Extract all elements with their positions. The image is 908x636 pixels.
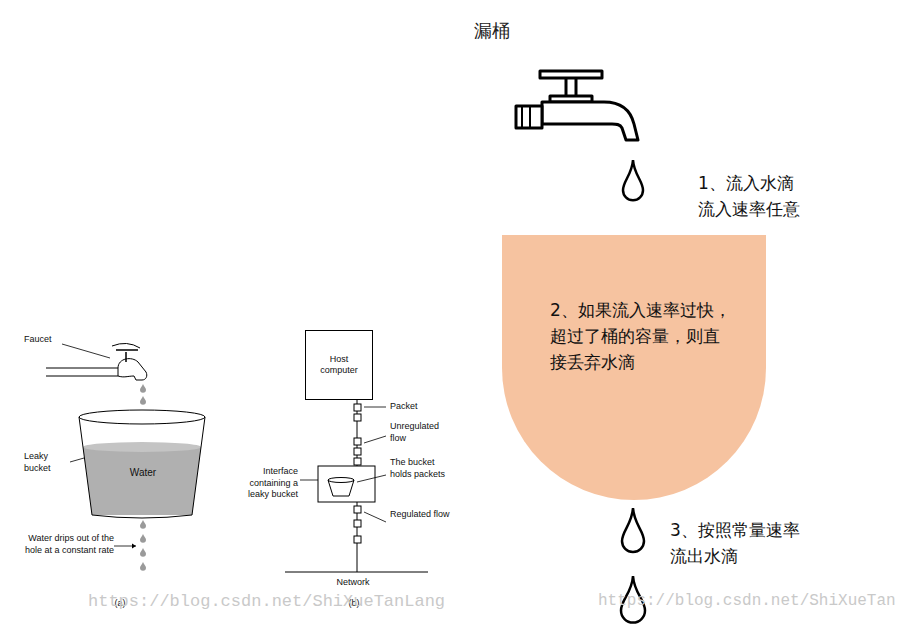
water-drop (623, 160, 643, 200)
node-text: Water (130, 467, 156, 480)
packet-square (354, 458, 361, 465)
packet-square (354, 520, 361, 527)
part-label: The bucket holds packets (390, 457, 450, 480)
part-label: Network (328, 577, 378, 589)
packet-square (354, 536, 361, 543)
water-drop (140, 548, 146, 557)
part-label: Faucet (24, 334, 74, 346)
leaky-bucket: Water (78, 408, 208, 520)
watermark: https://blog.csdn.net/ShiXueTanLang (88, 591, 468, 613)
bucket-fill (502, 235, 766, 500)
packets (354, 404, 361, 543)
water-surface (83, 442, 201, 452)
packet-square (354, 438, 361, 445)
part-label: Packet (390, 401, 450, 413)
step-note: 1、流入水滴 流入速率任意 (698, 170, 806, 222)
leader-lines (300, 407, 386, 522)
leader-head (132, 544, 136, 549)
packet-square (354, 404, 361, 411)
part-label: Water drips out of the hole at a constan… (18, 533, 114, 556)
water-drop (140, 520, 146, 529)
water-drop (140, 384, 146, 393)
leaky-bucket-large: 2、如果流入速率过快，超过了桶的容量，则直接丢弃水滴 (502, 235, 766, 500)
water-fill (83, 447, 201, 515)
bucket-wall (79, 417, 205, 518)
interface-box (318, 466, 375, 502)
bucket-rim (79, 410, 205, 424)
node-text: 2、如果流入速率过快，超过了桶的容量，则直接丢弃水滴 (550, 297, 732, 375)
step-note: 3、按照常量速率 流出水滴 (670, 517, 805, 569)
node-text: Host computer (310, 354, 368, 377)
water-drop (140, 396, 146, 405)
bucket-outline (78, 408, 208, 520)
faucet-small (46, 343, 147, 380)
part-label: Interface containing a leaky bucket (236, 466, 298, 501)
faucet-large (516, 71, 638, 140)
part-label: Leaky bucket (24, 451, 72, 474)
leader-line (70, 458, 84, 462)
water-drop (140, 562, 146, 571)
part-label: Unregulated flow (390, 421, 450, 444)
part-label: Regulated flow (390, 509, 450, 521)
packet-square (354, 448, 361, 455)
leader-line (62, 344, 110, 358)
watermark: https://blog.csdn.net/ShiXueTan (598, 591, 904, 612)
packet-square (354, 506, 361, 513)
water-drop (622, 508, 644, 552)
packet-square (354, 414, 361, 421)
water-drop (140, 534, 146, 543)
host-computer-box: Host computer (305, 330, 373, 400)
title: 漏桶 (462, 19, 522, 43)
